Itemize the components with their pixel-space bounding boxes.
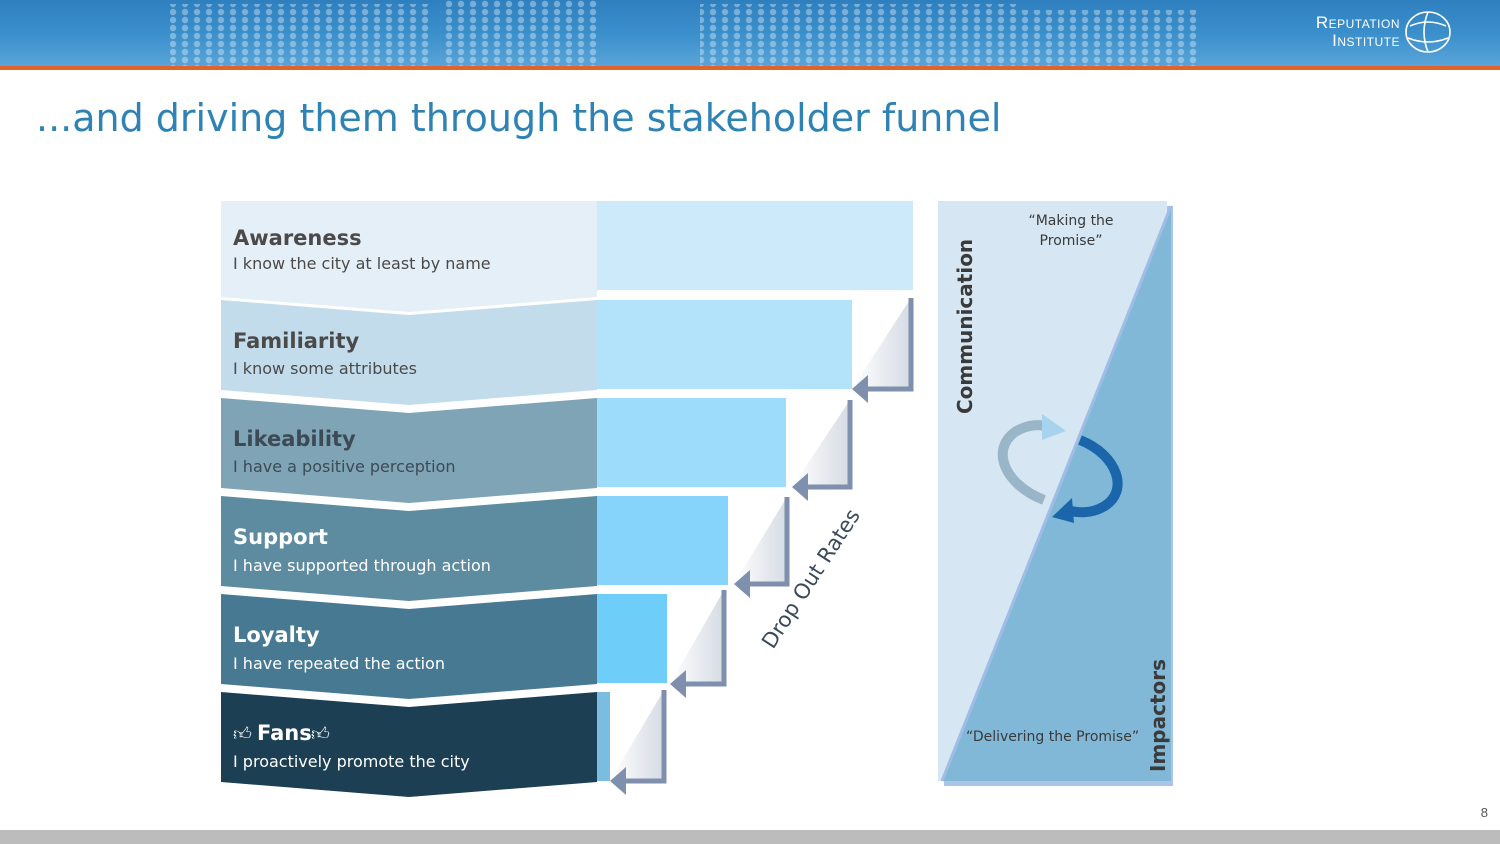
- dropout-wedge-5: [610, 690, 664, 781]
- world-map-dots: [170, 0, 1200, 66]
- stage-desc-support: I have supported through action: [233, 556, 491, 575]
- dropout-arrowhead-4: [670, 670, 686, 698]
- dropout-arrow-2: [802, 400, 853, 490]
- dropout-arrow-5: [620, 690, 667, 784]
- bar-awareness: [597, 201, 913, 290]
- dropout-arrow-3: [744, 497, 790, 587]
- stage-label-likeability: Likeability: [233, 427, 356, 451]
- funnel-bars: [597, 201, 913, 781]
- dropout-wedge-2: [792, 400, 850, 487]
- stage-shape-support: [221, 496, 597, 601]
- cycle-arrow-left: [997, 420, 1050, 505]
- dropout-arrow-4: [680, 590, 727, 687]
- logo-text: Reputation Institute: [1316, 14, 1400, 50]
- dropout-arrowhead-2: [792, 473, 808, 501]
- stage-shape-fans: [221, 692, 597, 797]
- stage-label-fans: Fans: [257, 721, 312, 745]
- bar-support: [597, 496, 728, 585]
- stage-shape-familiarity: [221, 300, 597, 405]
- stage-desc-loyalty: I have repeated the action: [233, 654, 445, 673]
- stage-label-support: Support: [233, 525, 328, 549]
- dropout-arrowhead-5: [610, 767, 626, 795]
- page-title: ...and driving them through the stakehol…: [36, 96, 1002, 140]
- bar-loyalty: [597, 594, 667, 683]
- globe-icon: [1405, 11, 1451, 53]
- dropout-wedge-3: [734, 497, 787, 584]
- page-number: 8: [1480, 805, 1488, 820]
- stage-desc-awareness: I know the city at least by name: [233, 254, 491, 273]
- cycle-arrow-right: [1065, 435, 1123, 518]
- bar-likeability: [597, 398, 786, 487]
- thumbs-up-icon: 👍︎: [233, 724, 252, 745]
- top-quote-line-2: Promise”: [1040, 233, 1103, 249]
- stage-shape-likeability: [221, 398, 597, 503]
- stage-desc-familiarity: I know some attributes: [233, 359, 417, 378]
- thumbs-up-icon: 👍︎: [311, 724, 330, 745]
- cycle-arrows-icon: [997, 414, 1123, 523]
- bar-familiarity: [597, 300, 852, 389]
- dropout-arrow-1: [862, 298, 914, 392]
- footer-bar: [0, 830, 1500, 844]
- funnel-stages: [221, 201, 597, 797]
- bar-fans: [597, 692, 610, 781]
- bottom-quote: “Delivering the Promise”: [966, 729, 1139, 745]
- stage-shape-loyalty: [221, 594, 597, 699]
- logo-line-2: Institute: [1332, 31, 1400, 50]
- dropout-arrows: [610, 298, 914, 795]
- cycle-arrowhead-left: [1042, 414, 1066, 440]
- stage-desc-likeability: I have a positive perception: [233, 457, 456, 476]
- stage-shape-awareness: [221, 201, 597, 312]
- dropout-wedge-4: [670, 590, 724, 684]
- dropout-arrowhead-3: [734, 570, 750, 598]
- header-banner: Reputation Institute: [0, 0, 1500, 66]
- dropout-arrowhead-1: [852, 375, 868, 403]
- stage-labels: Awareness I know the city at least by na…: [233, 226, 491, 771]
- cycle-arrowhead-right: [1052, 498, 1074, 523]
- stage-label-loyalty: Loyalty: [233, 623, 320, 647]
- promise-box: “Making the Promise” “Delivering the Pro…: [938, 201, 1173, 786]
- stage-label-familiarity: Familiarity: [233, 329, 360, 353]
- impactors-label: Impactors: [1146, 659, 1170, 772]
- header-accent-line: [0, 66, 1500, 70]
- stage-desc-fans: I proactively promote the city: [233, 752, 470, 771]
- stage-label-awareness: Awareness: [233, 226, 362, 250]
- communication-label: Communication: [953, 239, 977, 414]
- dropout-wedge-1: [852, 298, 911, 389]
- top-quote-line-1: “Making the: [1028, 213, 1113, 229]
- logo-line-1: Reputation: [1315, 13, 1400, 32]
- promise-diagonal: [940, 205, 1173, 782]
